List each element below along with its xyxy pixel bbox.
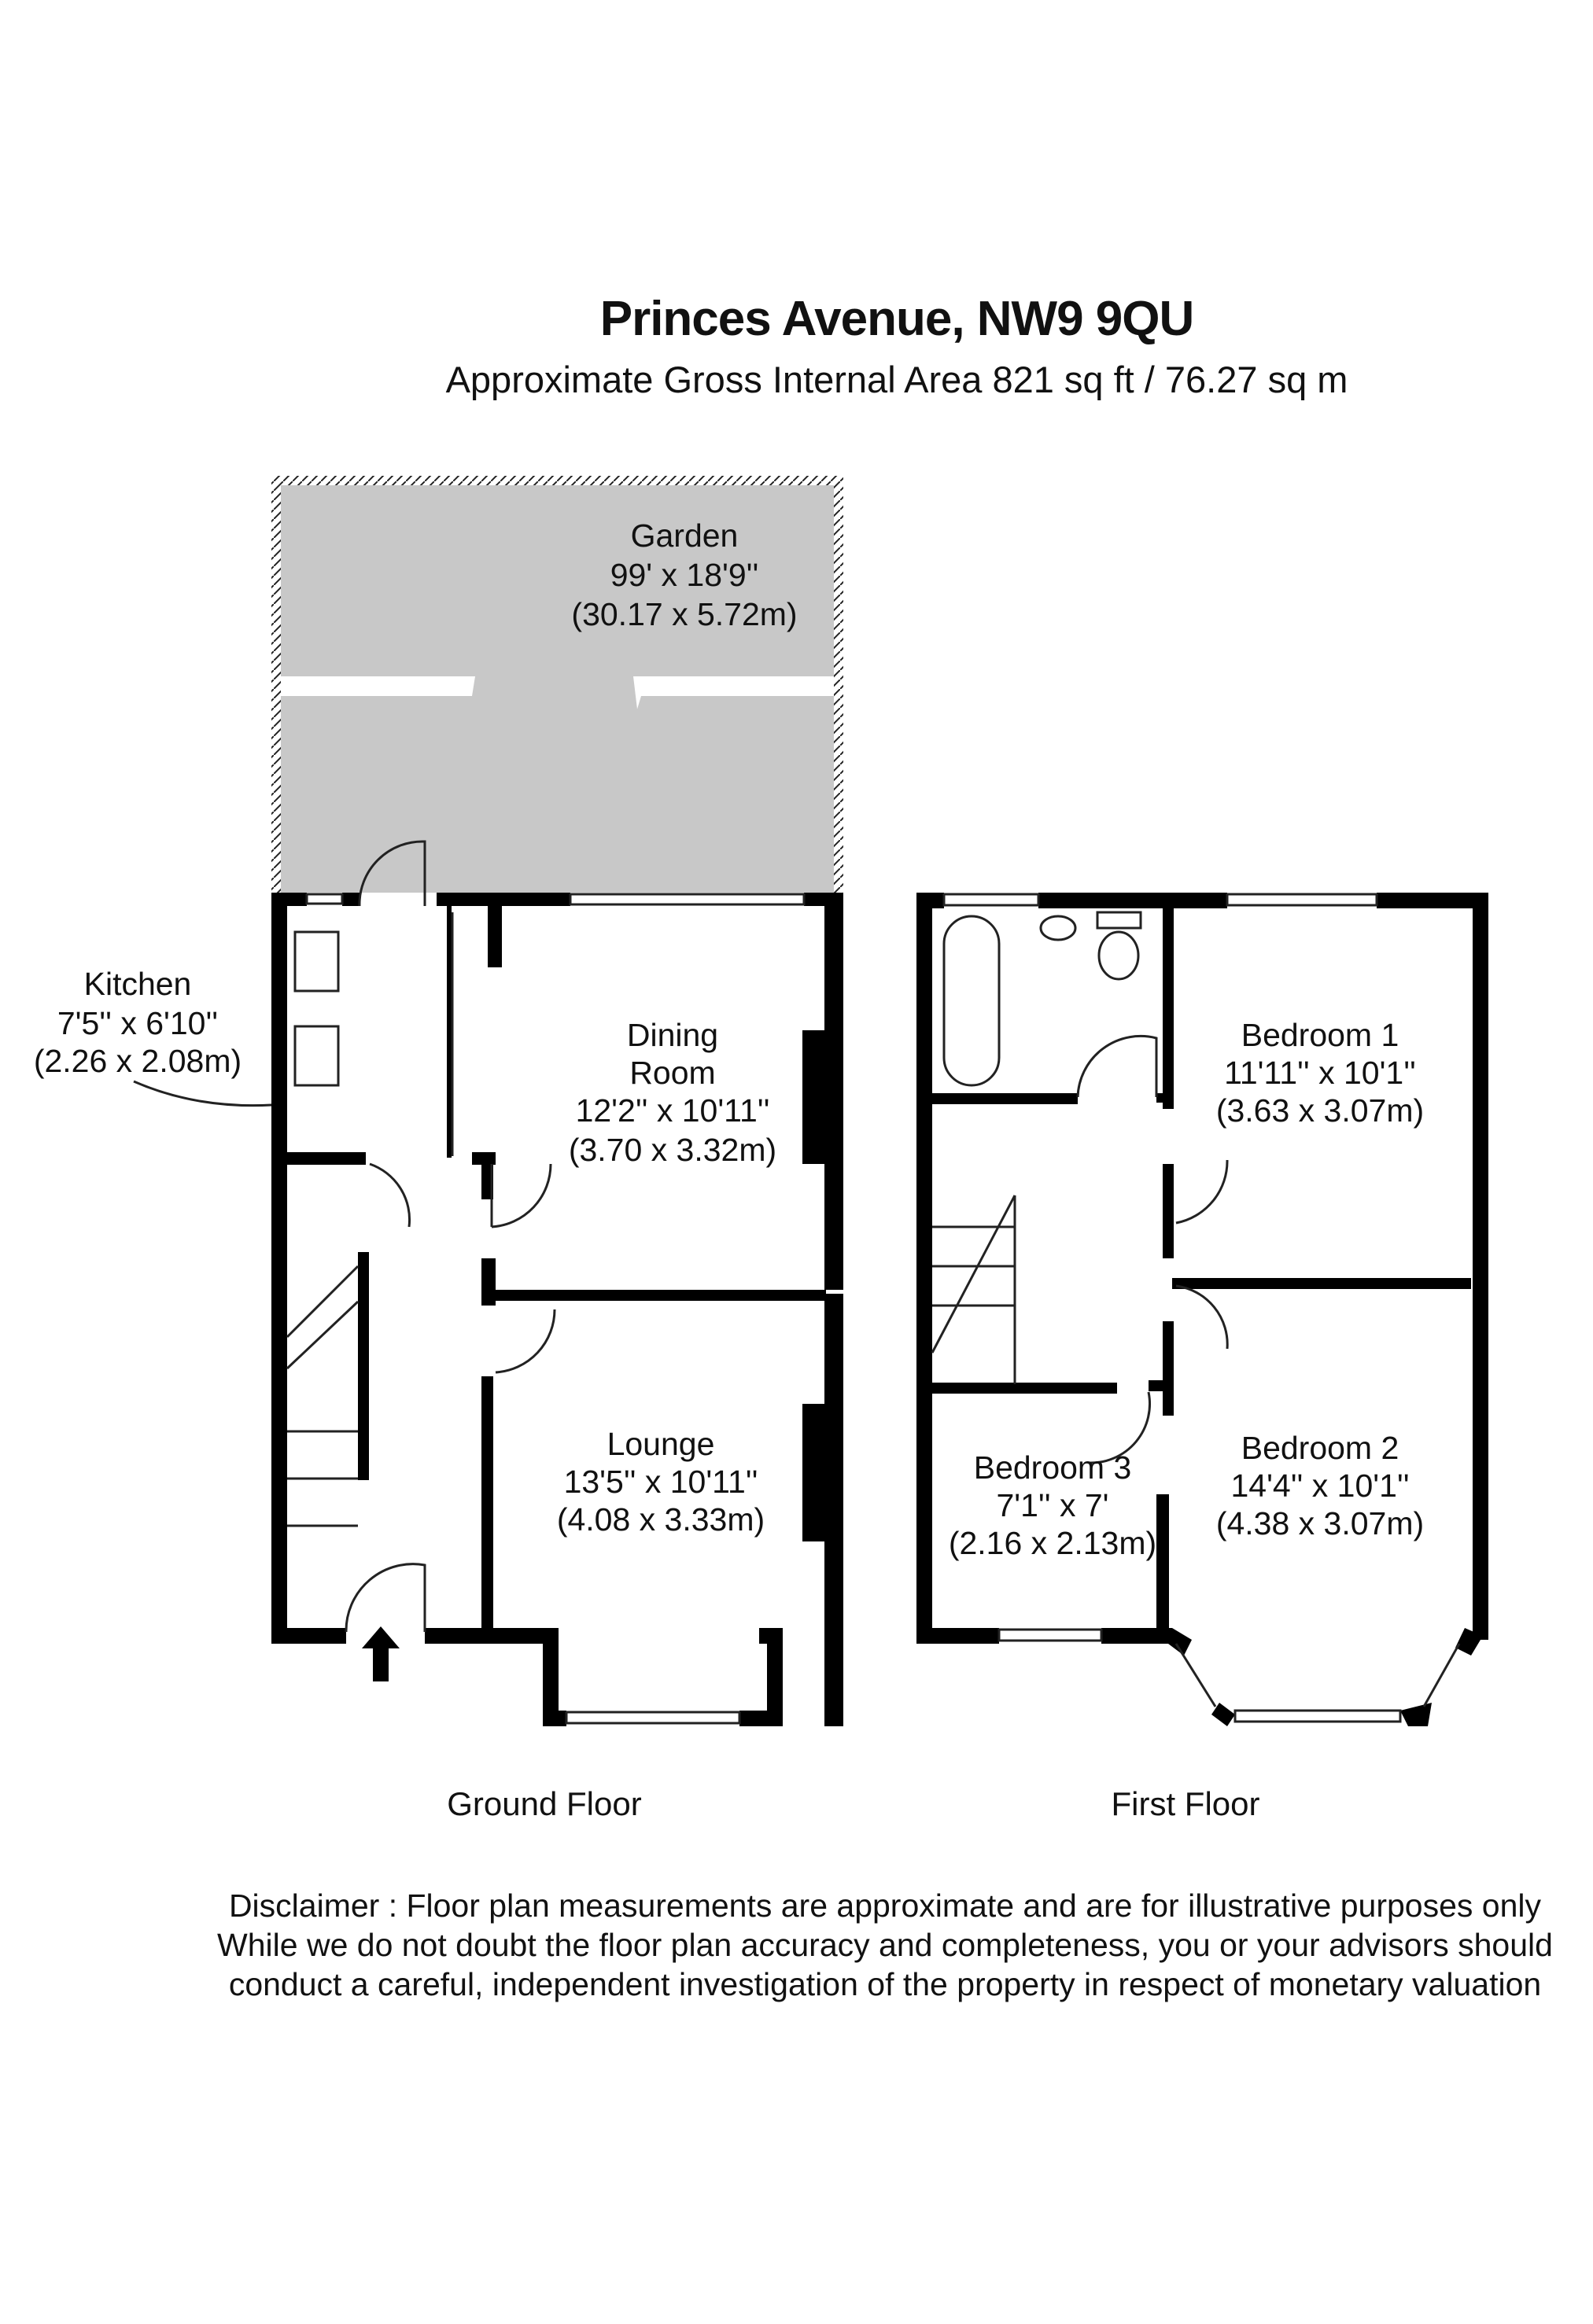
entrance-arrow-icon — [362, 1626, 400, 1681]
kitchen-pointer — [133, 1080, 272, 1107]
disclaimer-line-2: While we do not doubt the floor plan acc… — [217, 1927, 1553, 1963]
garden-label: Garden 99' x 18'9'' (30.17 x 5.72m) — [571, 517, 797, 632]
garden-metric: (30.17 x 5.72m) — [571, 596, 797, 632]
property-title: Princes Avenue, NW9 9QU — [599, 292, 1195, 346]
kitchen-name: Kitchen — [84, 966, 192, 1002]
dining-name-2: Room — [629, 1055, 715, 1091]
garden-imperial: 99' x 18'9'' — [610, 557, 759, 593]
bedroom1-metric: (3.63 x 3.07m) — [1216, 1092, 1424, 1129]
ground-floor-openings — [286, 840, 806, 1725]
dining-metric: (3.70 x 3.32m) — [569, 1132, 776, 1168]
lounge-name: Lounge — [607, 1426, 715, 1462]
bedroom-2-label: Bedroom 2 14'4'' x 10'1'' (4.38 x 3.07m) — [1216, 1430, 1424, 1541]
bedroom2-imperial: 14'4'' x 10'1'' — [1230, 1468, 1409, 1504]
bedroom-1-label: Bedroom 1 11'11'' x 10'1'' (3.63 x 3.07m… — [1216, 1017, 1424, 1129]
bedroom1-name: Bedroom 1 — [1241, 1017, 1399, 1053]
lounge-label: Lounge 13'5'' x 10'11'' (4.08 x 3.33m) — [557, 1426, 765, 1538]
first-floor-walls — [916, 893, 1488, 1726]
gross-area-subtitle: Approximate Gross Internal Area 821 sq f… — [445, 359, 1348, 400]
ground-floor-label: Ground Floor — [447, 1785, 642, 1822]
first-floor-label: First Floor — [1111, 1785, 1260, 1822]
garden-area — [271, 476, 843, 893]
lounge-metric: (4.08 x 3.33m) — [557, 1501, 765, 1538]
bedroom-3-label: Bedroom 3 7'1'' x 7' (2.16 x 2.13m) — [949, 1449, 1156, 1561]
ground-floor-walls — [271, 893, 843, 1726]
garden-name: Garden — [631, 517, 739, 554]
garden-fill-lower — [281, 598, 834, 893]
bedroom2-name: Bedroom 2 — [1241, 1430, 1399, 1466]
kitchen-metric: (2.26 x 2.08m) — [34, 1043, 242, 1079]
dining-name-1: Dining — [627, 1017, 718, 1053]
dining-room-label: Dining Room 12'2'' x 10'11'' (3.70 x 3.3… — [569, 1017, 776, 1168]
disclaimer-line-3: conduct a careful, independent investiga… — [228, 1966, 1542, 2002]
garden-fill — [281, 485, 834, 775]
bedroom2-metric: (4.38 x 3.07m) — [1216, 1505, 1424, 1541]
bedroom3-metric: (2.16 x 2.13m) — [949, 1525, 1156, 1561]
lounge-imperial: 13'5'' x 10'11'' — [564, 1464, 758, 1500]
first-floor-openings — [931, 893, 1461, 1723]
bedroom1-imperial: 11'11'' x 10'1'' — [1224, 1055, 1416, 1091]
bedroom3-name: Bedroom 3 — [974, 1449, 1132, 1486]
kitchen-label: Kitchen 7'5'' x 6'10'' (2.26 x 2.08m) — [34, 966, 272, 1107]
disclaimer-line-1: Disclaimer : Floor plan measurements are… — [228, 1888, 1542, 1924]
disclaimer: Disclaimer : Floor plan measurements are… — [0, 1886, 1593, 2004]
dining-imperial: 12'2'' x 10'11'' — [576, 1092, 770, 1129]
bedroom3-imperial: 7'1'' x 7' — [997, 1487, 1109, 1523]
kitchen-imperial: 7'5'' x 6'10'' — [57, 1005, 218, 1041]
